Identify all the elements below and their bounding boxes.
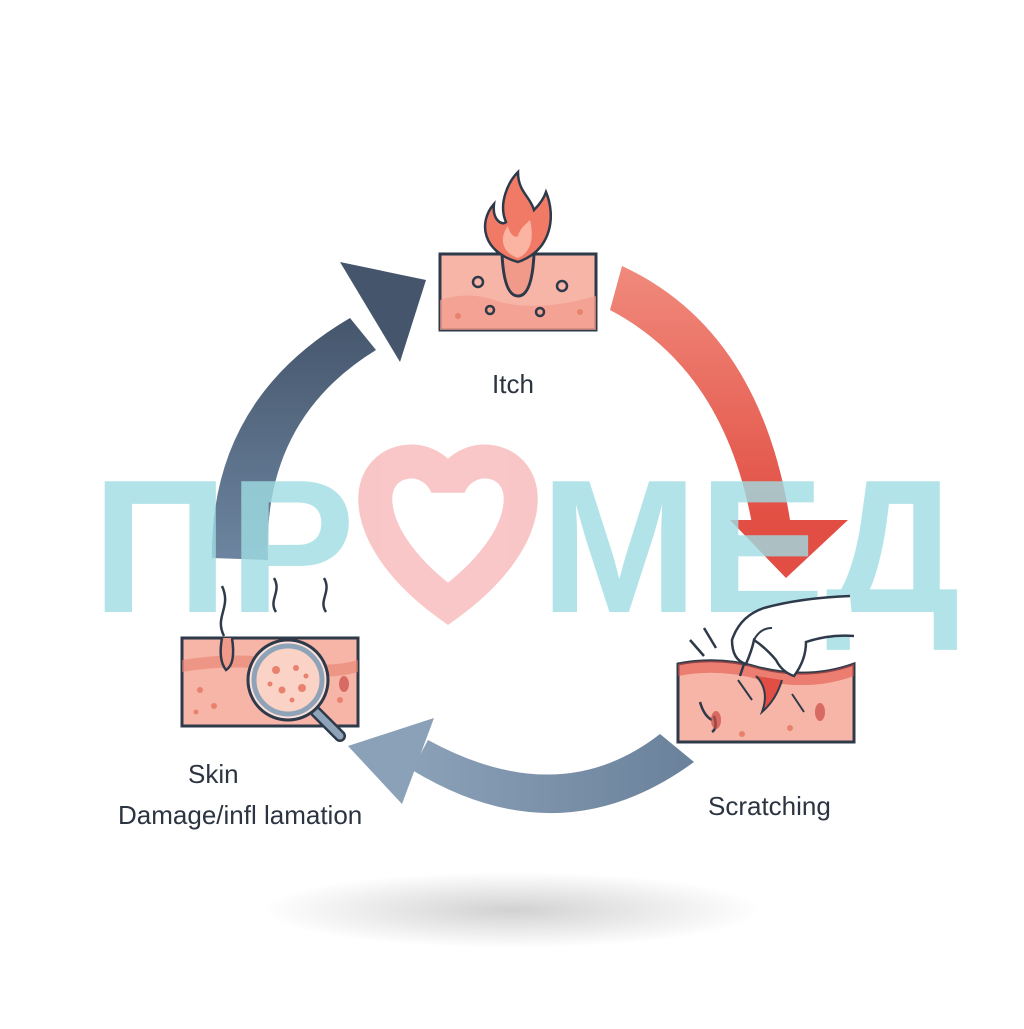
magnifier-on-skin-icon xyxy=(180,577,360,742)
node-label-skin-line1: Skin xyxy=(188,759,239,789)
watermark: ПР МЕД xyxy=(92,441,960,653)
node-label-itch: Itch xyxy=(492,369,534,399)
arrow-skin-to-itch xyxy=(211,262,426,560)
arrow-itch-to-scratching xyxy=(610,266,848,578)
flame-on-skin-icon xyxy=(438,168,598,332)
arrow-scratching-to-skin xyxy=(348,718,694,814)
node-label-scratching: Scratching xyxy=(708,791,831,821)
node-label-skin: Skin Damage/infl lamation xyxy=(118,758,362,831)
hand-scratching-skin-icon xyxy=(676,594,856,744)
heart-icon xyxy=(358,444,538,626)
ground-shadow xyxy=(262,872,762,948)
watermark-text-left: ПР xyxy=(92,441,355,653)
node-label-skin-line2: Damage/infl lamation xyxy=(118,799,363,830)
